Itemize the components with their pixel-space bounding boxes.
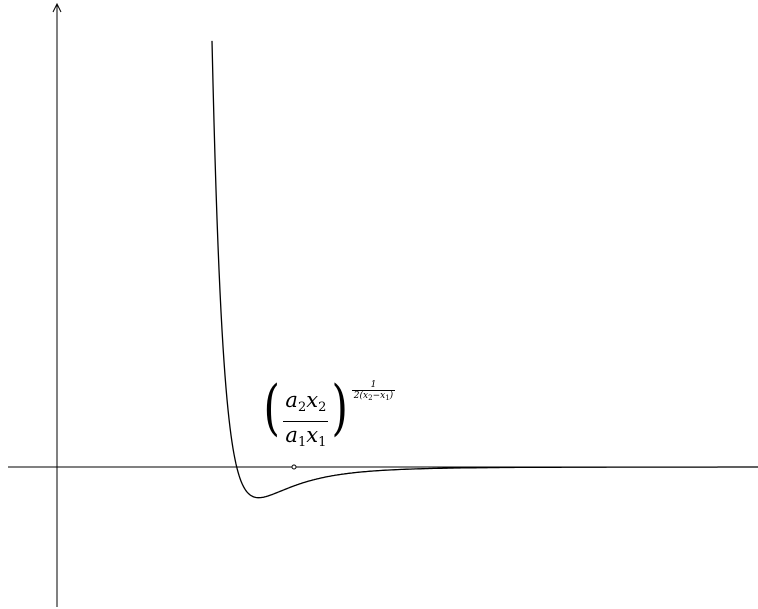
exponent-bar (351, 390, 396, 391)
ratio-fraction: a2x2 a1x1 (283, 388, 329, 455)
ratio-bar (283, 421, 329, 422)
exponent-denominator: 2(x2−x1) (353, 391, 394, 402)
ratio-numerator: a2x2 (285, 388, 327, 415)
ratio-denominator: a1x1 (285, 423, 327, 450)
potential-curve (211, 40, 758, 499)
right-paren: ) (331, 373, 349, 443)
exponent-fraction: 1 2(x2−x1) (351, 380, 396, 403)
exponent-numerator: 1 (370, 380, 377, 390)
critical-point-label: ( a2x2 a1x1 ) 1 2(x2−x1) (260, 373, 396, 455)
critical-point-marker (291, 464, 297, 470)
y-axis-arrow (52, 2, 62, 13)
left-paren: ( (263, 373, 280, 443)
